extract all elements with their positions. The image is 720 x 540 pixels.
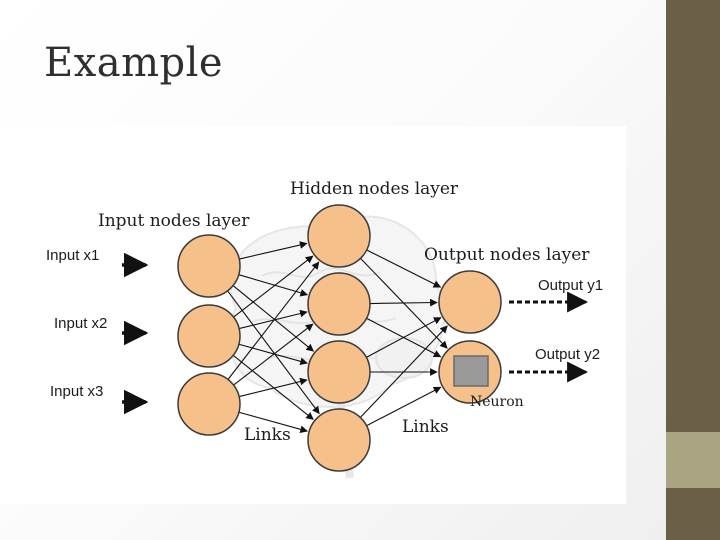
- input-x2-label: Input x2: [54, 315, 107, 332]
- neuron-box: [453, 355, 489, 387]
- links-label-left: Links: [244, 425, 291, 445]
- link-input-3-to-hidden-3: [238, 377, 308, 398]
- link-input-3-to-hidden-2: [233, 323, 314, 386]
- link-input-2-to-hidden-2: [238, 309, 308, 330]
- neuron-label: Neuron: [470, 394, 524, 410]
- hidden-node-4: [307, 408, 371, 472]
- output-y2-label: Output y2: [535, 346, 600, 363]
- decorative-sidebar-accent: [666, 432, 720, 488]
- output-node-1: [438, 270, 502, 334]
- link-input-1-to-hidden-4: [227, 290, 320, 415]
- input-x1-label: Input x1: [46, 247, 99, 264]
- output-layer-label: Output nodes layer: [424, 245, 590, 265]
- diagram-canvas: Input nodes layer Hidden nodes layer Out…: [46, 179, 603, 479]
- neural-network-diagram: Input nodes layer Hidden nodes layer Out…: [0, 126, 626, 504]
- hidden-node-1: [307, 204, 371, 268]
- slide-title: Example: [44, 40, 224, 86]
- hidden-node-2: [307, 272, 371, 336]
- output-y1-label: Output y1: [538, 277, 603, 294]
- input-x3-label: Input x3: [50, 383, 103, 400]
- link-input-1-to-hidden-1: [239, 241, 308, 260]
- hidden-node-3: [307, 340, 371, 404]
- link-hidden-3-to-output-1: [366, 317, 442, 358]
- input-node-2: [177, 304, 241, 368]
- link-input-2-to-hidden-1: [233, 255, 314, 318]
- link-input-3-to-hidden-4: [238, 411, 308, 434]
- connection-links: [227, 241, 448, 434]
- link-input-2-to-hidden-3: [238, 343, 308, 366]
- link-hidden-4-to-output-2: [366, 386, 442, 427]
- input-layer-label: Input nodes layer: [98, 211, 250, 231]
- input-node-3: [177, 372, 241, 436]
- link-hidden-1-to-output-1: [366, 249, 442, 288]
- io-arrows: [122, 252, 589, 415]
- link-hidden-4-to-output-1: [359, 325, 448, 418]
- link-input-3-to-hidden-1: [227, 261, 320, 380]
- link-input-1-to-hidden-3: [232, 285, 315, 352]
- link-input-2-to-hidden-4: [232, 354, 314, 420]
- link-hidden-2-to-output-1: [369, 298, 438, 307]
- input-node-1: [177, 234, 241, 298]
- hidden-layer-label: Hidden nodes layer: [290, 179, 459, 199]
- links-label-right: Links: [402, 417, 449, 437]
